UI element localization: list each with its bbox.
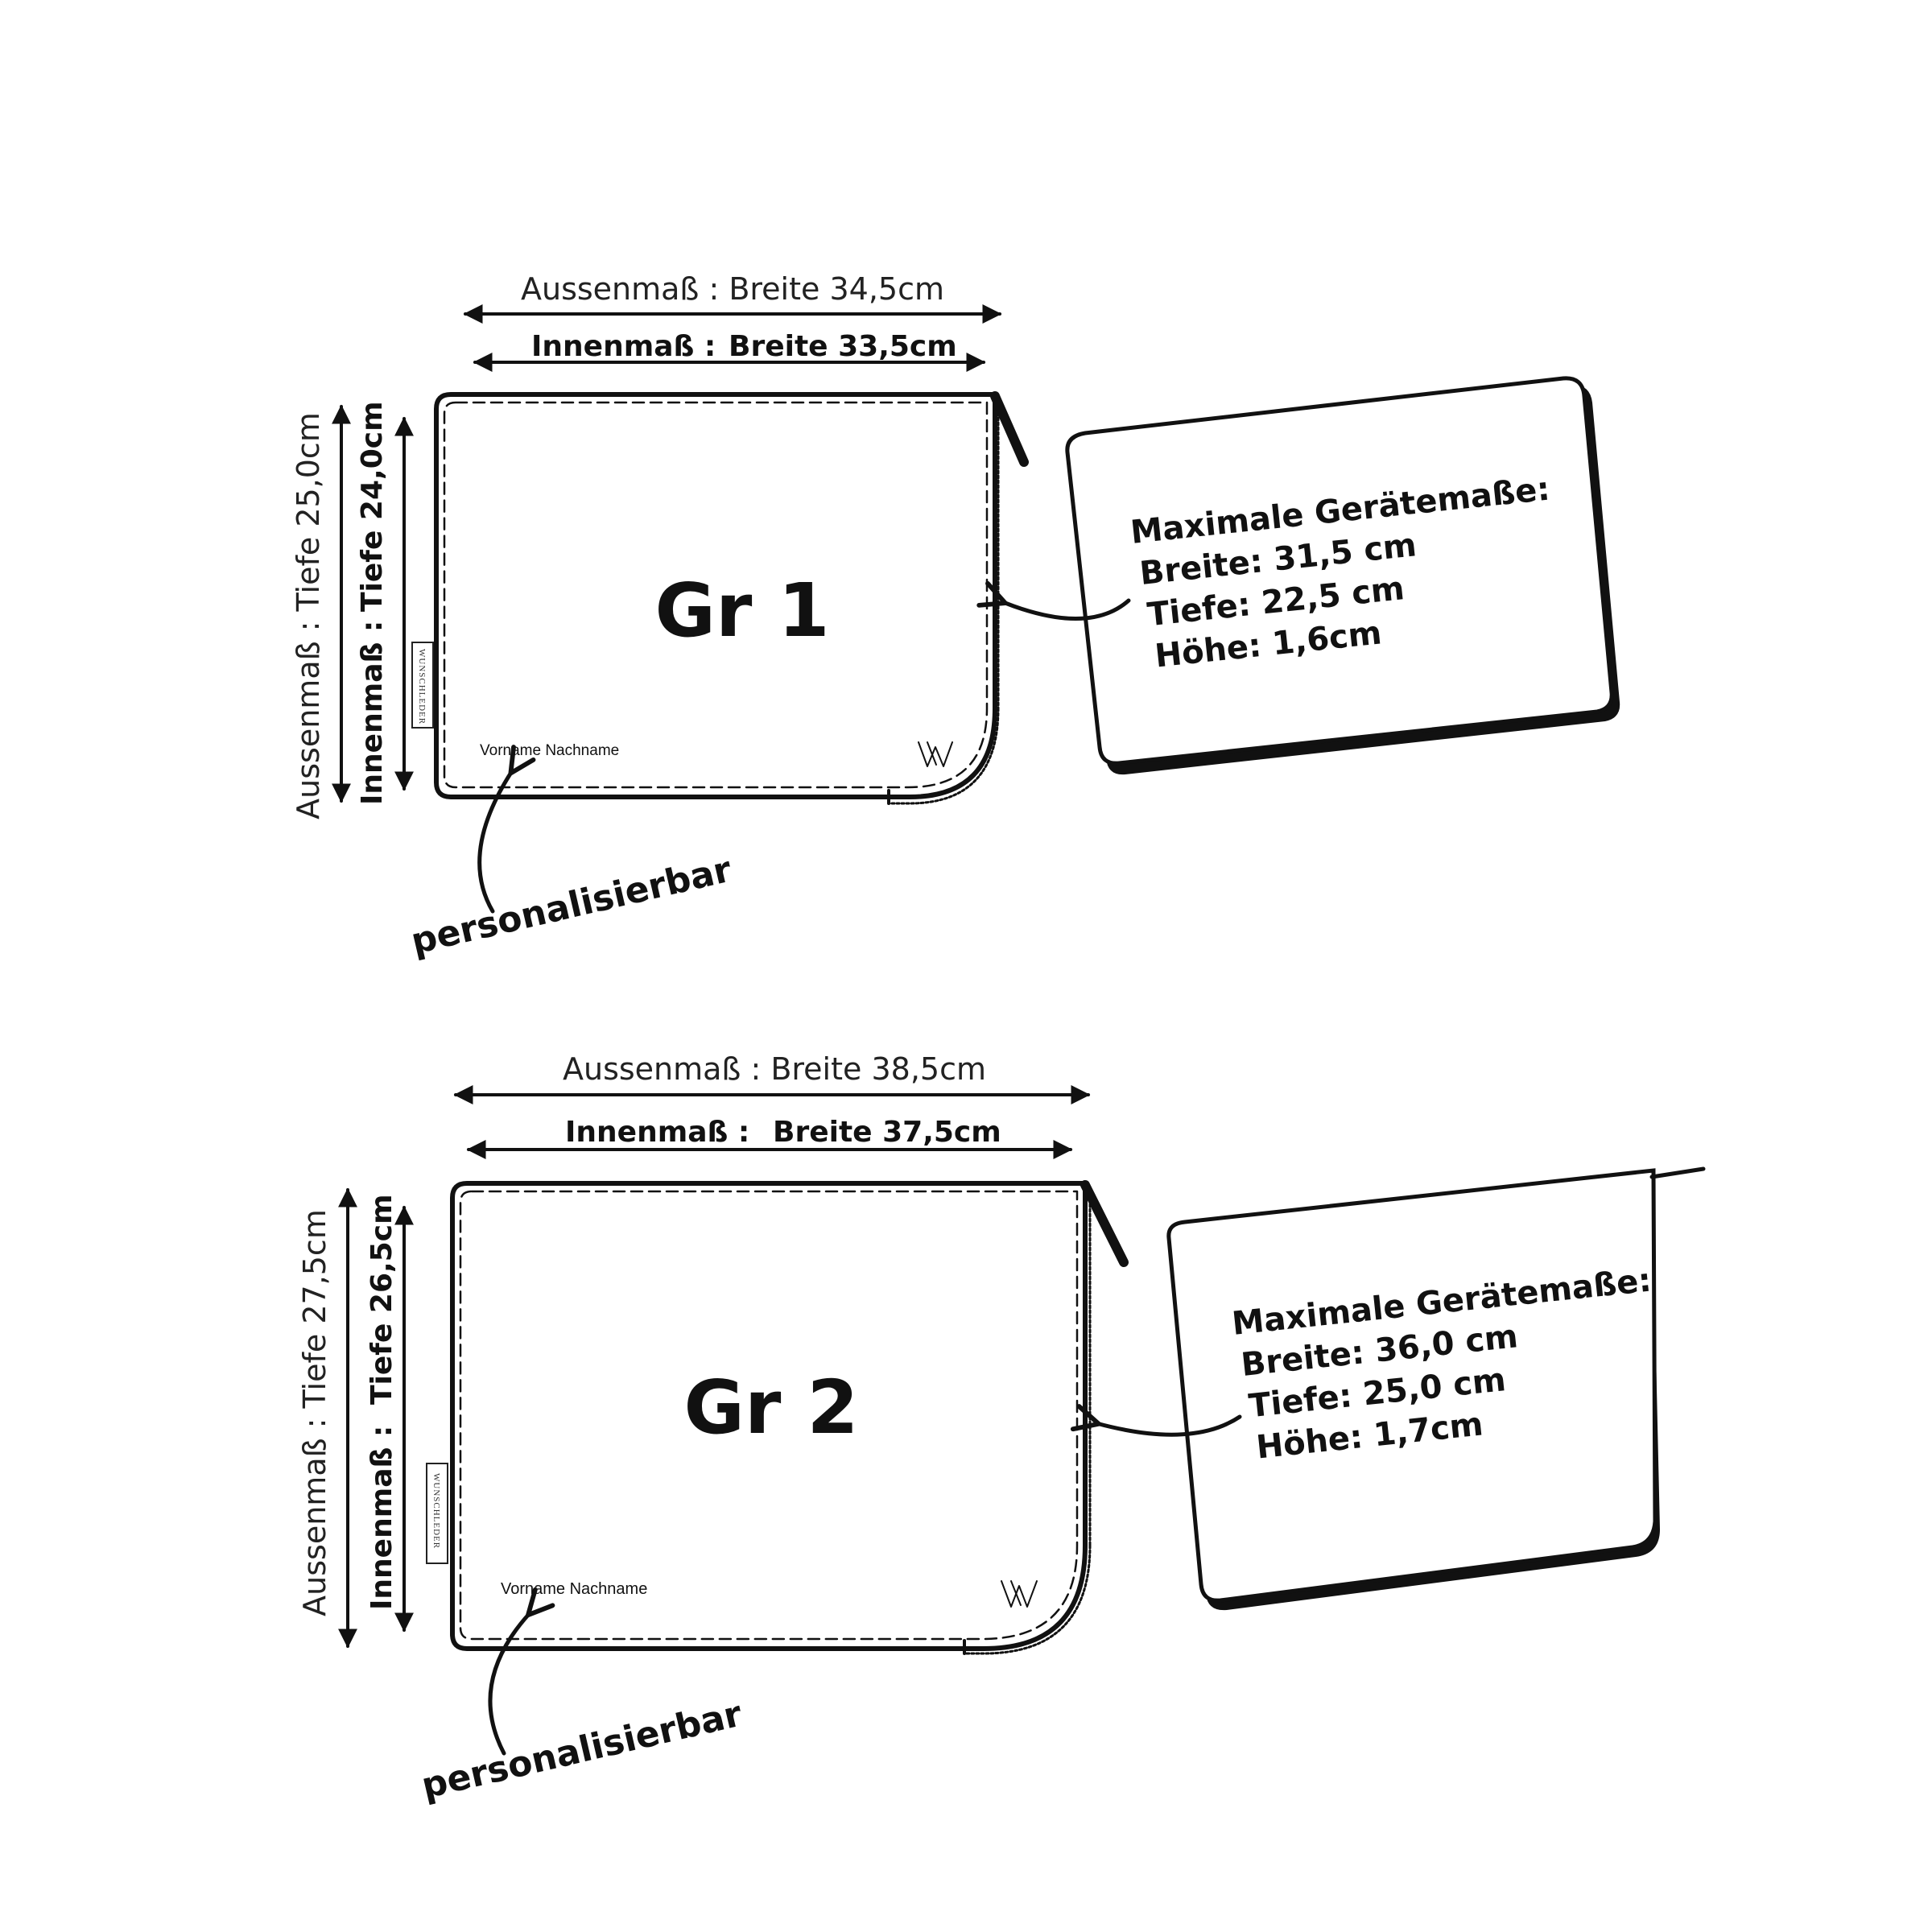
inner-depth-prefix: Innenmaß : bbox=[365, 1426, 398, 1610]
size-title: Gr 2 bbox=[684, 1364, 859, 1451]
device-fit-arrow bbox=[1096, 1417, 1242, 1437]
inner-width-prefix: Innenmaß : bbox=[565, 1116, 749, 1149]
outer-width-label: Aussenmaß : Breite 34,5cm bbox=[521, 271, 944, 307]
zipper-track-corner bbox=[887, 707, 1000, 805]
outer-depth-label: Aussenmaß : Tiefe 27,5cm bbox=[297, 1209, 332, 1616]
inner-width-value: Breite 33,5cm bbox=[729, 330, 957, 363]
device-card: Maximale Gerätemaße: Breite: 31,5 cm Tie… bbox=[1065, 376, 1620, 775]
inner-depth-prefix: Innenmaß : bbox=[356, 621, 389, 805]
brand-logo-icon bbox=[1001, 1580, 1038, 1608]
zipper-pull bbox=[1080, 1180, 1129, 1267]
zipper-pull bbox=[990, 391, 1029, 467]
personalize-arrow bbox=[488, 1613, 530, 1756]
device-fit-arrow bbox=[1003, 601, 1131, 621]
inner-width-value: Breite 37,5cm bbox=[773, 1116, 1001, 1149]
size-group-2: Aussenmaß : Breite 38,5cm Innenmaß : Bre… bbox=[297, 1051, 1706, 1807]
personalize-arrow bbox=[477, 771, 512, 914]
device-card: Maximale Gerätemaße: Breite: 36,0 cm Tie… bbox=[1166, 1166, 1706, 1611]
sleeve-outline bbox=[434, 392, 997, 799]
outer-width-label: Aussenmaß : Breite 38,5cm bbox=[563, 1051, 986, 1087]
size-group-1: Aussenmaß : Breite 34,5cm Innenmaß : Bre… bbox=[291, 271, 1620, 963]
brand-logo-icon bbox=[918, 741, 953, 767]
inner-depth-value: Tiefe 26,5cm bbox=[365, 1194, 398, 1405]
brand-tag-text: WUNSCHLEDER bbox=[417, 649, 427, 724]
zipper-track-corner bbox=[963, 1544, 1092, 1655]
sleeve-stitching bbox=[443, 401, 989, 789]
name-placeholder: Vorname Nachname bbox=[480, 742, 619, 759]
outer-depth-label: Aussenmaß : Tiefe 25,0cm bbox=[291, 412, 326, 819]
brand-tag bbox=[411, 642, 434, 729]
brand-tag bbox=[426, 1463, 448, 1564]
personalize-label: personalisierbar bbox=[418, 1694, 746, 1807]
inner-width-prefix: Innenmaß : bbox=[531, 330, 716, 363]
sleeve-outline bbox=[450, 1181, 1088, 1651]
size-title: Gr 1 bbox=[655, 568, 830, 654]
inner-depth-value: Tiefe 24,0cm bbox=[356, 401, 389, 612]
brand-tag-text: WUNSCHLEDER bbox=[431, 1473, 441, 1549]
card-page-edge bbox=[1649, 1166, 1706, 1179]
name-placeholder: Vorname Nachname bbox=[501, 1580, 647, 1598]
personalize-label: personalisierbar bbox=[407, 849, 736, 963]
sleeve-stitching bbox=[459, 1190, 1079, 1641]
